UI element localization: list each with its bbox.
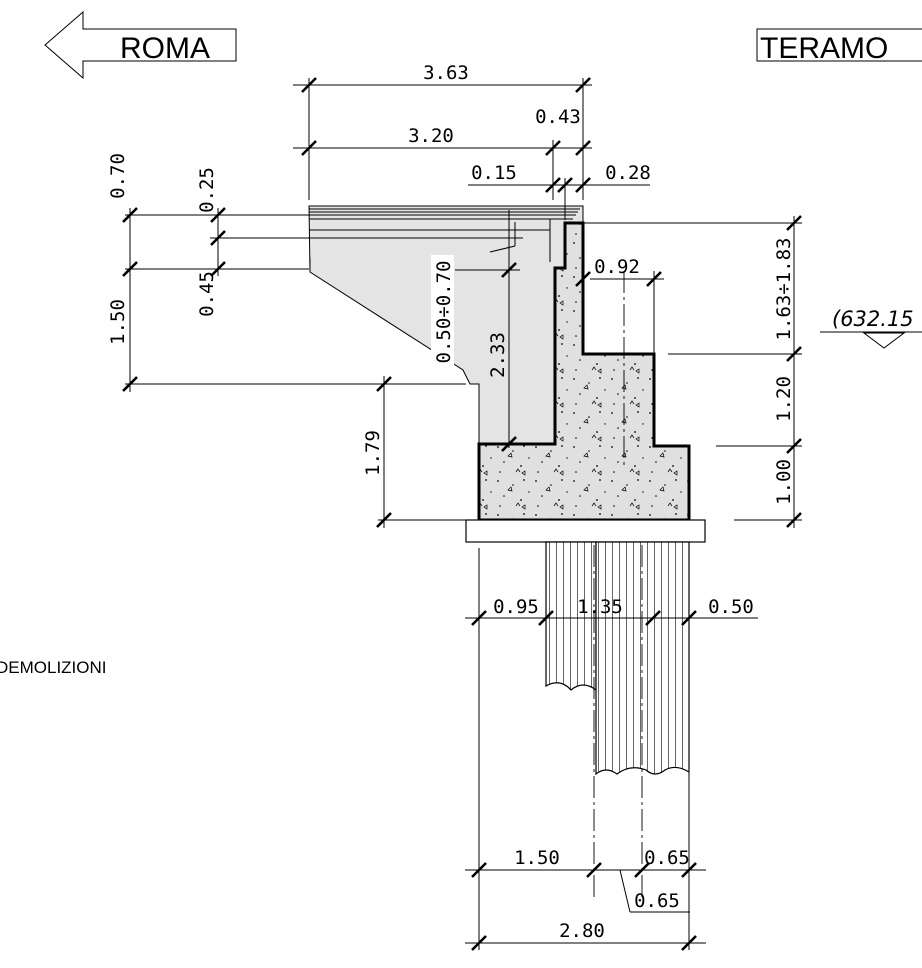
axis-lines: [593, 271, 643, 900]
elevation-label: (632.15: [832, 307, 914, 331]
dim-2-80: 2.80: [559, 920, 605, 942]
roma-direction-arrow: ROMA: [44, 10, 237, 80]
dim-2-33: 2.33: [487, 332, 509, 378]
demolizioni-label: DEMOLIZIONI: [0, 658, 107, 677]
dim-0-92: 0.92: [594, 256, 640, 278]
dim-0-25: 0.25: [196, 167, 218, 213]
dim-0-45: 0.45: [196, 271, 218, 317]
dim-0-15: 0.15: [471, 162, 517, 184]
dim-0-50-0-70: 0.50÷0.70: [433, 261, 455, 364]
direction-roma-label: ROMA: [120, 32, 210, 65]
pavement-layers: [309, 205, 583, 272]
dim-1-00: 1.00: [773, 459, 795, 505]
dim-0-43: 0.43: [535, 106, 581, 128]
label-backing: [431, 255, 454, 370]
dim-0-70: 0.70: [107, 153, 129, 199]
pile-left: [545, 541, 597, 692]
dim-1-50-vertical: 1.50: [107, 299, 129, 345]
dimension-ticks: [122, 77, 802, 951]
dimension-labels: 3.63 0.43 3.20 0.15 0.28 0.70 0.25 0.45 …: [107, 62, 795, 942]
dim-3-20: 3.20: [408, 125, 454, 147]
direction-teramo-label: TERAMO: [760, 32, 888, 65]
dim-3-63: 3.63: [423, 62, 469, 84]
dim-1-63-1-83: 1.63÷1.83: [773, 238, 795, 341]
dim-1-50-horizontal: 1.50: [514, 847, 560, 869]
dim-0-65-lower: 0.65: [634, 890, 680, 912]
dim-0-65-upper: 0.65: [644, 847, 690, 869]
dim-1-20: 1.20: [773, 376, 795, 422]
dim-0-95: 0.95: [493, 596, 539, 618]
dim-0-50: 0.50: [708, 596, 754, 618]
dim-0-28: 0.28: [605, 162, 651, 184]
pile-right: [595, 541, 690, 776]
foundation-plate: [465, 519, 706, 543]
dim-1-79: 1.79: [362, 430, 384, 476]
dim-1-35: 1.35: [577, 596, 623, 618]
teramo-direction-box: TERAMO: [756, 28, 922, 65]
